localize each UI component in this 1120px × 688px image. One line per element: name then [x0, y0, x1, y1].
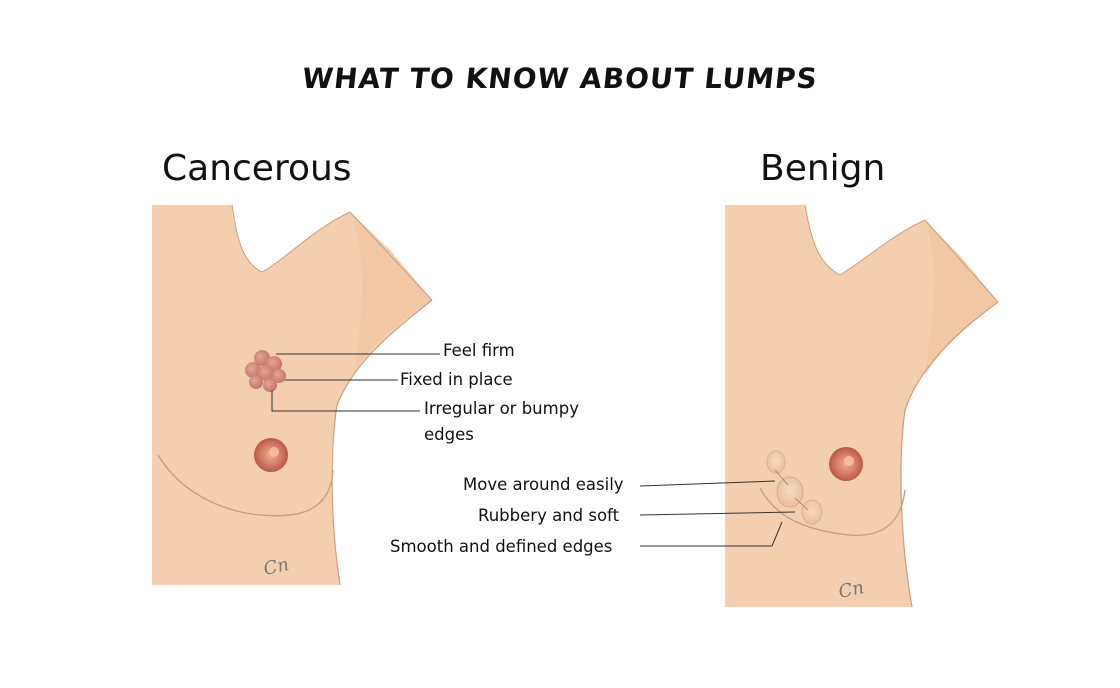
cancerous-torso: Cn: [152, 204, 440, 586]
label-feel-firm: Feel firm: [443, 341, 515, 360]
label-fixed-in-place: Fixed in place: [400, 370, 513, 389]
benign-lump: [766, 450, 823, 525]
svg-text:Cn: Cn: [837, 577, 866, 603]
label-edges: edges: [424, 425, 474, 444]
label-move-around: Move around easily: [463, 475, 624, 494]
svg-text:Cn: Cn: [262, 554, 291, 580]
label-rubbery-soft: Rubbery and soft: [478, 506, 620, 525]
label-irregular-edges: Irregular or bumpy: [424, 399, 579, 418]
benign-torso: Cn: [639, 204, 999, 608]
label-smooth-edges: Smooth and defined edges: [390, 537, 613, 556]
cancerous-heading: Cancerous: [162, 148, 352, 189]
benign-heading: Benign: [760, 148, 886, 189]
cancerous-lump: [245, 350, 286, 392]
